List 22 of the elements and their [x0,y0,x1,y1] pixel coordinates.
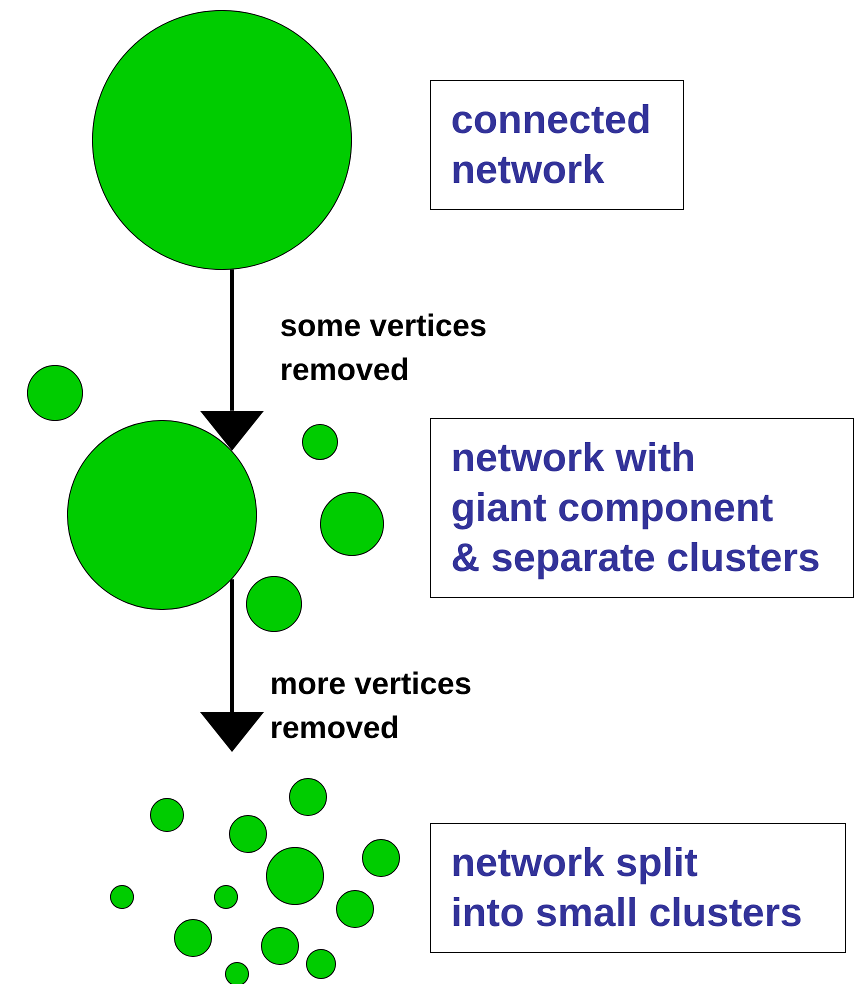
cluster-circle [174,919,212,957]
edge-label: more vertices removed [270,665,473,747]
cluster-circle [229,815,267,853]
cluster-circle [261,927,299,965]
label-box [430,80,684,210]
arrow [200,579,264,752]
label-box [430,823,846,953]
arrow [200,270,264,451]
caption-text: network split into small clusters [451,840,804,937]
cluster-circle [336,890,374,928]
cluster-circle [302,424,338,460]
caption-text: connected network [451,97,652,194]
cluster-circle [214,885,238,909]
cluster-circle [110,885,134,909]
cluster-circle [289,778,327,816]
edge-label: some vertices removed [280,307,488,389]
cluster-circle [306,949,336,979]
cluster-circle [150,798,184,832]
cluster-circle [362,839,400,877]
cluster-circle [225,962,249,984]
caption-text: network with giant component & separate clusters [451,435,822,582]
label-box [430,418,854,598]
